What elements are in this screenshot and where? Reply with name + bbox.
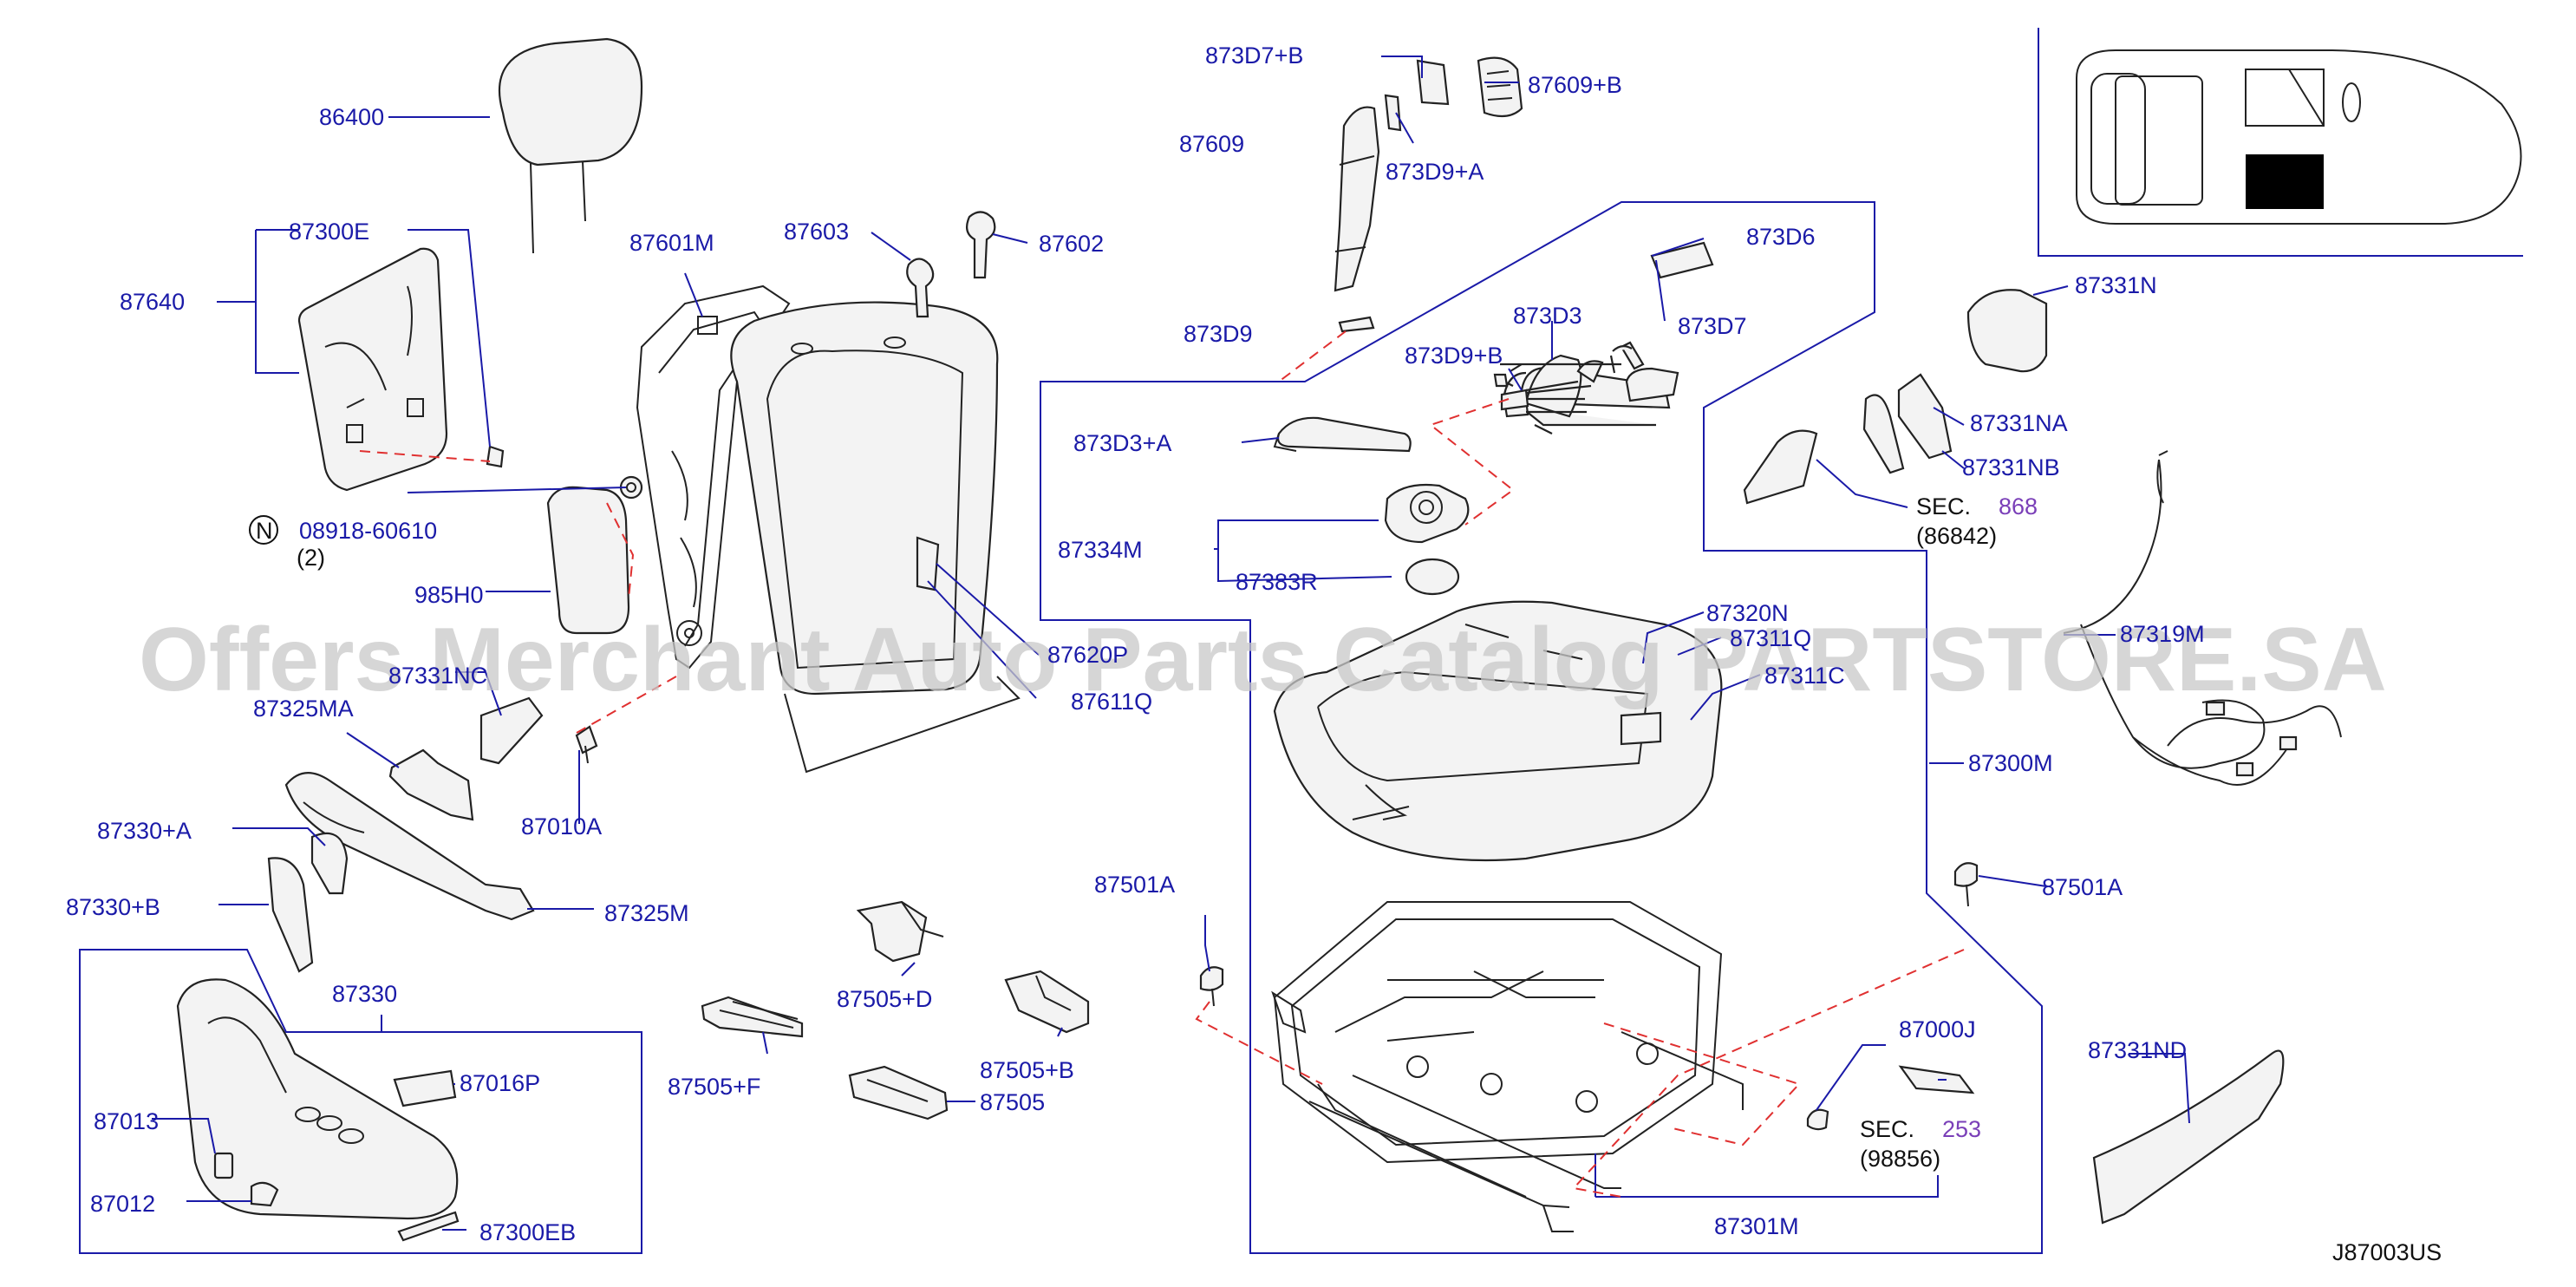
callout-08918-60610[interactable]: 08918-60610 — [299, 518, 437, 544]
rear-bench-icon — [2090, 73, 2146, 205]
callout-87330-a[interactable]: 87330+A — [97, 818, 192, 844]
callout-87501A-left[interactable]: 87501A — [1094, 872, 1175, 898]
vehicle-locator — [2076, 49, 2522, 225]
callout-985H0[interactable]: 985H0 — [414, 582, 484, 608]
callout-87010A[interactable]: 87010A — [521, 813, 602, 839]
callout-87300EB[interactable]: 87300EB — [479, 1219, 576, 1245]
callout-87609-b[interactable]: 87609+B — [1528, 72, 1622, 98]
callout-87383R[interactable]: 87383R — [1236, 569, 1318, 595]
callout-873D9[interactable]: 873D9 — [1184, 321, 1253, 347]
callout-873D6[interactable]: 873D6 — [1746, 224, 1816, 250]
side-pad-art — [546, 475, 643, 635]
callout-87601M[interactable]: 87601M — [629, 230, 714, 256]
callout-873D7[interactable]: 873D7 — [1678, 313, 1747, 339]
section-references: SEC. 868 (86842) SEC. 253 (98856) — [1860, 493, 2038, 1172]
callout-87330[interactable]: 87330 — [332, 981, 397, 1007]
weight-sensor-art — [1384, 483, 1470, 596]
callout-87325MA[interactable]: 87325MA — [253, 696, 354, 722]
locator-frame — [2038, 28, 2523, 257]
leader-lines — [152, 56, 2190, 1231]
callout-87319M[interactable]: 87319M — [2120, 621, 2205, 647]
callout-873D3-a[interactable]: 873D3+A — [1073, 430, 1171, 456]
cushion-panel-frame — [1040, 201, 2043, 1254]
note-n-symbol: N — [256, 518, 273, 544]
right-trim-art — [1743, 289, 2285, 1225]
headrest-art — [499, 37, 643, 254]
watermark-text: Offers Merchant Auto Parts Catalog PARTS… — [139, 610, 2387, 710]
callout-87330-b[interactable]: 87330+B — [66, 894, 160, 920]
callout-87300M[interactable]: 87300M — [1968, 750, 2053, 776]
sec-868-link[interactable]: 868 — [1999, 493, 2038, 519]
seat-frame-art — [1271, 901, 1744, 1232]
kick-plate-icon — [2092, 1049, 2285, 1225]
callout-87501A-right[interactable]: 87501A — [2042, 874, 2123, 900]
callout-87320N[interactable]: 87320N — [1706, 600, 1789, 626]
screw-icon — [575, 725, 598, 755]
callout-87505-f[interactable]: 87505+F — [668, 1074, 760, 1100]
callout-87300E[interactable]: 87300E — [289, 219, 369, 245]
callout-87331NC[interactable]: 87331NC — [388, 663, 487, 689]
callout-87331ND[interactable]: 87331ND — [2088, 1037, 2187, 1063]
clip-icon — [486, 445, 505, 468]
detail-frames — [79, 28, 2523, 1254]
armrest-panel-frame — [79, 949, 642, 1254]
callout-87331NA[interactable]: 87331NA — [1970, 410, 2068, 436]
callout-86400[interactable]: 86400 — [319, 104, 384, 130]
callout-87334M[interactable]: 87334M — [1058, 537, 1143, 563]
assembly-lines — [359, 330, 1965, 1198]
callout-87331N[interactable]: 87331N — [2075, 272, 2157, 298]
callout-87331NB[interactable]: 87331NB — [1962, 454, 2060, 480]
release-knob-art — [906, 211, 996, 318]
callout-08918-qty: (2) — [297, 545, 325, 571]
callout-87505[interactable]: 87505 — [980, 1089, 1045, 1115]
callout-87505-d[interactable]: 87505+D — [837, 986, 932, 1012]
callout-873D3[interactable]: 873D3 — [1513, 303, 1582, 329]
callout-87609[interactable]: 87609 — [1179, 131, 1244, 157]
armrest-art — [176, 978, 460, 1242]
callout-87620P[interactable]: 87620P — [1047, 642, 1128, 668]
callout-87301M[interactable]: 87301M — [1714, 1213, 1799, 1239]
seat-cushion-art — [1273, 600, 1723, 862]
car-outline-icon — [2076, 49, 2522, 225]
sec-253-prefix: SEC. — [1860, 1116, 1914, 1142]
callout-87012[interactable]: 87012 — [90, 1191, 155, 1217]
callout-87602[interactable]: 87602 — [1039, 231, 1104, 257]
side-trim-art — [267, 696, 598, 973]
callout-87311Q[interactable]: 87311Q — [1730, 625, 1811, 651]
sec-868-prefix: SEC. — [1916, 493, 1971, 519]
callout-87640[interactable]: 87640 — [120, 289, 185, 315]
callout-87603[interactable]: 87603 — [784, 219, 849, 245]
callout-87611Q[interactable]: 87611Q — [1071, 689, 1152, 715]
bracket-art — [701, 862, 1979, 1131]
callout-87325M[interactable]: 87325M — [604, 900, 689, 926]
callout-labels: 86400 87300E 87640 N 08918-60610 (2) 985… — [66, 42, 2205, 1245]
callout-873D9-b[interactable]: 873D9+B — [1405, 343, 1503, 369]
sec-253-sub: (98856) — [1860, 1146, 1940, 1172]
seatback-cover-art — [730, 301, 1021, 774]
callout-873D7-b[interactable]: 873D7+B — [1205, 42, 1303, 69]
upper-strip-art — [1273, 389, 1529, 453]
note-n-symbol-icon — [249, 515, 278, 545]
sec-868-sub: (86842) — [1916, 523, 1997, 549]
callout-87311C[interactable]: 87311C — [1764, 663, 1845, 689]
diagram-code: J87003US — [2332, 1239, 2442, 1265]
wire-harness-art — [2063, 450, 2342, 786]
belt-art — [1334, 56, 1523, 333]
callout-87505-b[interactable]: 87505+B — [980, 1057, 1074, 1083]
callout-873D9-a[interactable]: 873D9+A — [1386, 159, 1484, 185]
sec-253-link[interactable]: 253 — [1942, 1116, 1981, 1142]
callout-87000J[interactable]: 87000J — [1899, 1016, 1976, 1042]
callout-87016P[interactable]: 87016P — [460, 1070, 540, 1096]
callout-87013[interactable]: 87013 — [94, 1108, 159, 1134]
back-board-art — [297, 247, 505, 492]
highlighted-seat-icon — [2246, 154, 2324, 209]
